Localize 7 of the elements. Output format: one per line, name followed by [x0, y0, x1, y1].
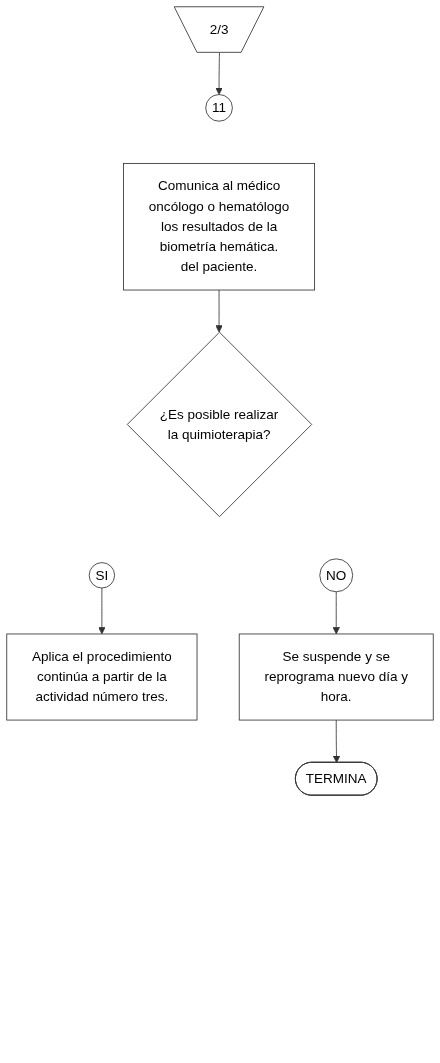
node-box: Aplica el procedimiento continúa a partir de la actividad número tres.	[6, 633, 198, 721]
node-diamond: ¿Es posible realizar la quimioterapia?	[126, 331, 313, 518]
node-box: Se suspende y se reprograma nuevo día y hora.	[238, 633, 434, 721]
node-circle: SI	[88, 562, 115, 589]
node-box: Comunica al médico oncólogo o hematólogo los resultados de la biometría hemática. del paciente.	[123, 163, 315, 291]
node-circle: NO	[319, 558, 354, 593]
node-circle: 11	[205, 94, 233, 122]
